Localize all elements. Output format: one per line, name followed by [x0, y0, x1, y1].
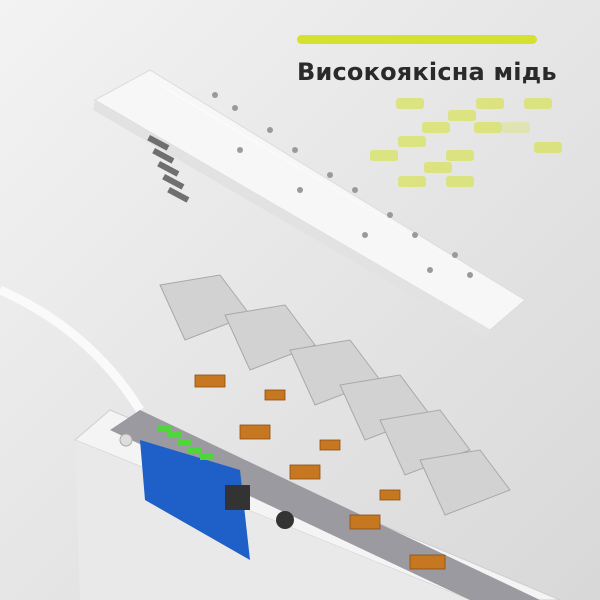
headline: Високоякісна мідь: [297, 58, 557, 86]
usb-ports: [147, 135, 190, 203]
decorative-dashes: [370, 98, 562, 187]
transformer: [225, 485, 250, 510]
pcb: [140, 440, 250, 560]
capacitor: [276, 511, 294, 529]
base-housing: [74, 409, 561, 600]
socket-modules: [159, 274, 511, 516]
top-cover: [93, 69, 545, 340]
socket-holes: [212, 92, 473, 278]
power-cable: [0, 285, 144, 413]
copper-contacts: [194, 374, 446, 570]
power-switch: [119, 433, 133, 447]
usb-leds: [158, 425, 214, 460]
accent-bar: [297, 35, 537, 44]
